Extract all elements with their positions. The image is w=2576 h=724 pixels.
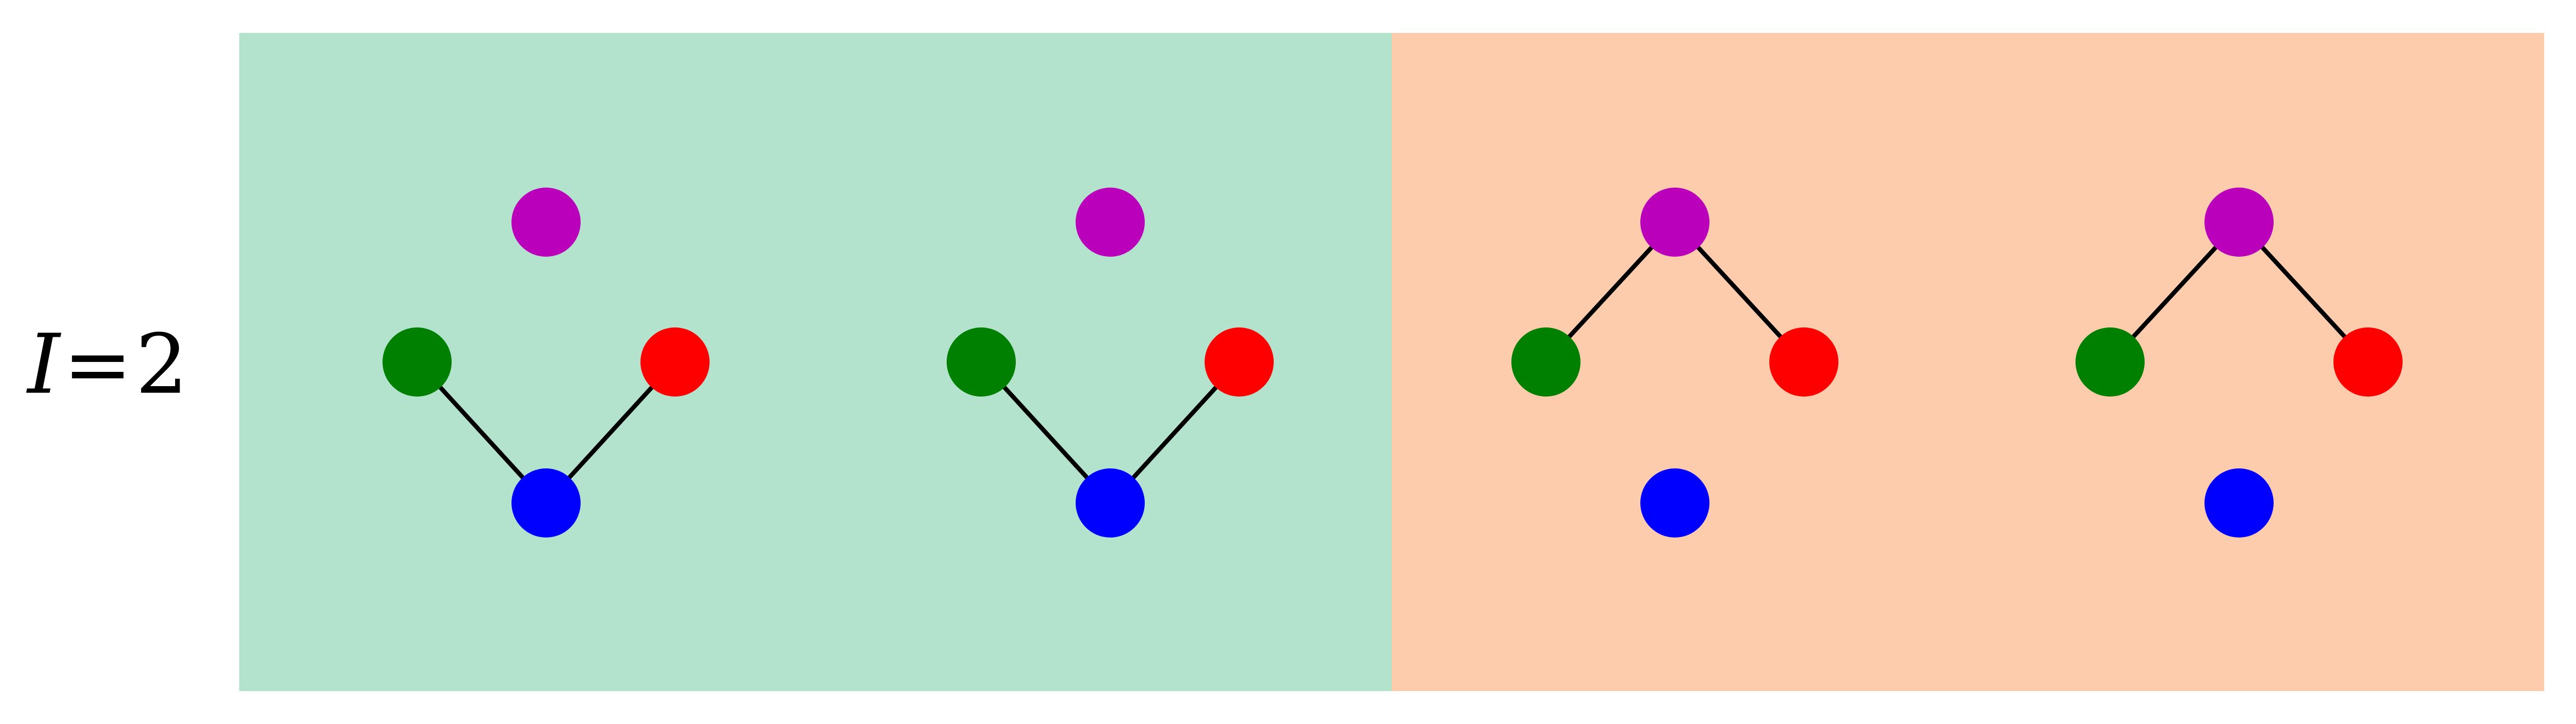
left-node <box>947 327 1016 397</box>
bottom-node <box>1076 468 1145 538</box>
top-node <box>2204 188 2274 257</box>
right-node <box>640 327 710 397</box>
right-panel-graph-2 <box>2076 188 2403 538</box>
top-node <box>1076 188 1145 257</box>
bottom-node <box>511 468 581 538</box>
label-value: 2 <box>135 317 188 412</box>
row-label: I=2 <box>27 317 188 412</box>
left-panel-graph-2 <box>947 188 1274 538</box>
bottom-node <box>2204 468 2274 538</box>
label-variable: I <box>27 317 60 412</box>
right-node <box>2333 327 2403 397</box>
top-node <box>1640 188 1709 257</box>
left-node <box>1511 327 1581 397</box>
label-equals: = <box>63 317 132 412</box>
left-node <box>383 327 452 397</box>
top-node <box>511 188 581 257</box>
left-node <box>2076 327 2145 397</box>
right-node <box>1769 327 1838 397</box>
left-panel-graph-1 <box>383 188 710 538</box>
bottom-node <box>1640 468 1709 538</box>
right-panel-graph-1 <box>1511 188 1838 538</box>
right-node <box>1205 327 1274 397</box>
